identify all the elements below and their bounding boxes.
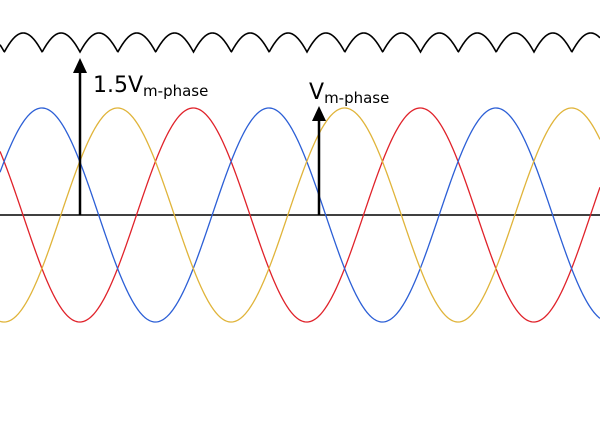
rectified-peak-main: 1.5V [93, 73, 143, 98]
phase-peak-arrow [312, 106, 326, 215]
rectified-peak-label: 1.5Vm-phase [93, 73, 208, 100]
phase-c-wave [0, 107, 600, 323]
phase-a-wave [0, 107, 600, 323]
phase-peak-sub: m-phase [324, 89, 389, 107]
rectified-peak-sub: m-phase [143, 82, 208, 100]
rectified-peak-arrow [73, 58, 87, 215]
phase-peak-main: V [309, 80, 324, 105]
phase-b-wave [0, 107, 600, 323]
phase-peak-label: Vm-phase [309, 80, 389, 107]
rectified-output-ripple [0, 32, 600, 54]
